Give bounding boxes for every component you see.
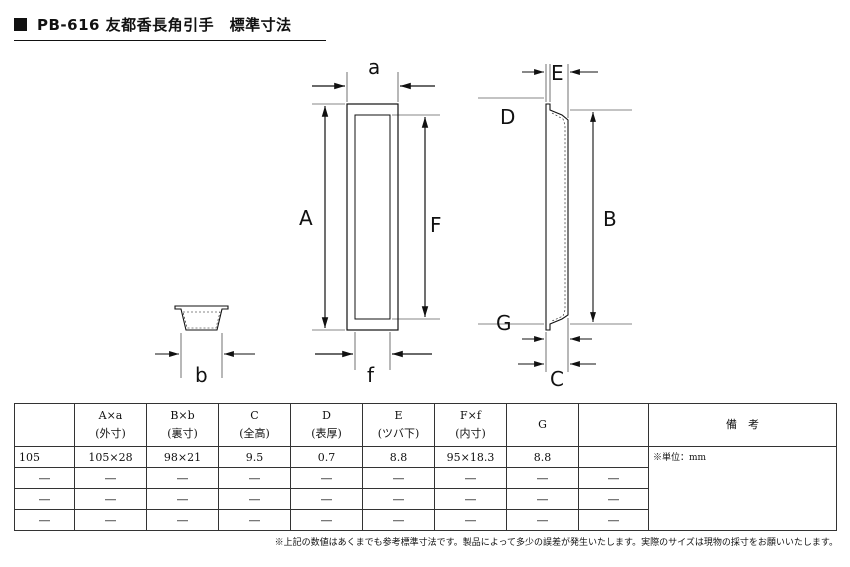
table-cell [578, 446, 649, 468]
front-extension-lines [312, 72, 440, 370]
header-cell: D(表厚) [290, 403, 363, 447]
label-f: f [367, 363, 375, 387]
table-cell: ― [290, 509, 363, 531]
front-inner-outline [354, 114, 391, 320]
table-cell: 105×28 [74, 446, 147, 468]
table-cell: 95×18.3 [434, 446, 507, 468]
top-view-outline [174, 305, 229, 331]
label-a: a [368, 55, 380, 79]
side-view-outline [545, 103, 569, 331]
table-cell: ― [146, 509, 219, 531]
label-B: B [603, 207, 617, 231]
side-view-extension-lines [478, 64, 632, 372]
table-row: ― ― ― ― ― ― ― ― ― [14, 509, 837, 531]
table-cell: ― [146, 488, 219, 510]
table-cell: ― [290, 488, 363, 510]
top-view-extension-lines [180, 333, 223, 378]
header-cell [578, 403, 649, 447]
header-cell-remarks: 備 考 [648, 403, 837, 447]
title-text: PB-616 友都香長角引手 標準寸法 [37, 16, 292, 34]
table-cell: ― [434, 509, 507, 531]
front-outer-outline [346, 103, 399, 331]
table-cell: ― [14, 488, 75, 510]
table-cell: ― [14, 509, 75, 531]
table-cell: ― [362, 467, 435, 489]
table-cell: ― [362, 488, 435, 510]
table-cell: 105 [14, 446, 75, 468]
remarks-cell: ※単位：mm [648, 446, 837, 531]
table-row: ― ― ― ― ― ― ― ― ― [14, 488, 837, 510]
label-C: C [550, 367, 564, 391]
table-cell: 9.5 [218, 446, 291, 468]
technical-drawing: a A F f b [155, 55, 632, 391]
table-cell: ― [74, 467, 147, 489]
header-cell [14, 403, 75, 447]
table-header-row: A×a(外寸) B×b(裏寸) C(全高) D(表厚) E(ツバ下) F×f(内… [14, 403, 837, 447]
title-underline [14, 40, 326, 41]
table-cell: ― [578, 467, 649, 489]
table-cell: ― [74, 488, 147, 510]
square-bullet-icon [14, 18, 27, 31]
table-cell: 0.7 [290, 446, 363, 468]
table-cell: 98×21 [146, 446, 219, 468]
top-view-inner-dash [182, 311, 221, 329]
table-row: ― ― ― ― ― ― ― ― ― [14, 467, 837, 489]
table-cell: ― [434, 488, 507, 510]
header-cell: E(ツバ下) [362, 403, 435, 447]
front-view [312, 72, 440, 370]
header-cell: G [506, 403, 579, 447]
side-view-inner-dash [551, 112, 566, 322]
header-cell: A×a(外寸) [74, 403, 147, 447]
table-cell: 8.8 [506, 446, 579, 468]
page-title: PB-616 友都香長角引手 標準寸法 [14, 14, 292, 35]
header-cell: F×f(内寸) [434, 403, 507, 447]
table-row: 105 105×28 98×21 9.5 0.7 8.8 95×18.3 8.8… [14, 446, 837, 531]
footnote: ※上記の数値はあくまでも参考標準寸法です。製品によって多少の誤差が発生いたします… [274, 538, 838, 548]
table-cell: ― [362, 509, 435, 531]
table-cell: ― [74, 509, 147, 531]
table-cell: ― [578, 488, 649, 510]
table-cell: ― [218, 467, 291, 489]
side-view [478, 64, 632, 372]
table-cell: ― [218, 509, 291, 531]
header-cell: C(全高) [218, 403, 291, 447]
label-G: G [496, 311, 512, 335]
top-view [155, 305, 255, 378]
label-D: D [500, 105, 515, 129]
table-cell: 8.8 [362, 446, 435, 468]
table-cell: ― [146, 467, 219, 489]
table-cell: ― [290, 467, 363, 489]
table-cell: ― [14, 467, 75, 489]
table-cell: ― [578, 509, 649, 531]
label-A: A [299, 206, 313, 230]
label-F: F [430, 213, 442, 237]
label-E: E [551, 61, 564, 85]
table-cell: ― [506, 467, 579, 489]
header-cell: B×b(裏寸) [146, 403, 219, 447]
table-cell: ― [506, 488, 579, 510]
dimension-table: A×a(外寸) B×b(裏寸) C(全高) D(表厚) E(ツバ下) F×f(内… [14, 403, 837, 531]
table-cell: ― [506, 509, 579, 531]
label-b: b [195, 363, 208, 387]
table-cell: ― [434, 467, 507, 489]
table-cell: ― [218, 488, 291, 510]
